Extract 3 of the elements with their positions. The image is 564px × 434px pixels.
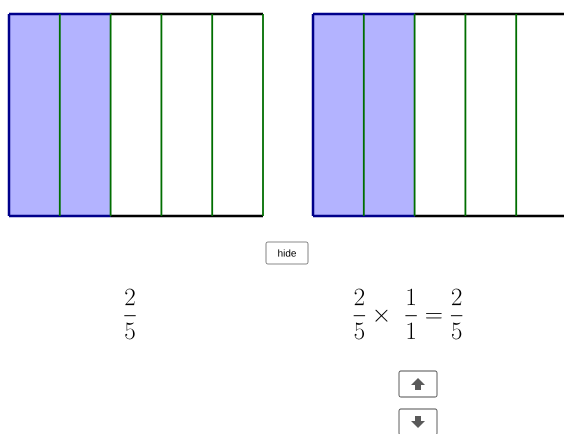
equation: $\frac{2}{5}\times\ \frac{1}{1}=\frac{2}{5}$ bbox=[354, 288, 462, 340]
hide-button: hide bbox=[266, 242, 308, 264]
fraction: $\frac{2}{5}$ bbox=[124, 288, 136, 340]
